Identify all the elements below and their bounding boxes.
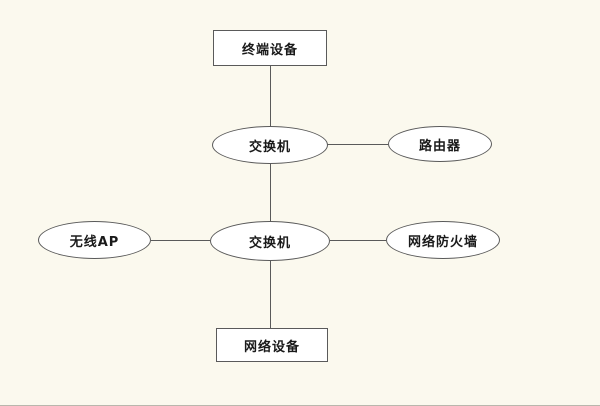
edge-wireless-ap-to-switch-lower <box>151 240 210 241</box>
edge-switch-lower-to-firewall <box>330 240 386 241</box>
node-terminal-device: 终端设备 <box>213 30 327 66</box>
node-router-label: 路由器 <box>418 138 461 154</box>
node-network-device-label: 网络设备 <box>243 339 300 355</box>
node-wireless-ap: 无线AP <box>38 221 151 259</box>
node-terminal-device-label: 终端设备 <box>241 42 298 58</box>
edge-switch-upper-to-router <box>327 144 388 145</box>
node-router: 路由器 <box>388 126 492 162</box>
node-switch-lower: 交换机 <box>210 221 330 261</box>
node-network-device: 网络设备 <box>216 328 328 362</box>
node-switch-upper-label: 交换机 <box>248 139 291 155</box>
node-network-firewall: 网络防火墙 <box>386 221 500 259</box>
node-switch-lower-label: 交换机 <box>248 235 291 251</box>
edge-switch-lower-to-network-device <box>270 261 271 328</box>
node-switch-upper: 交换机 <box>212 126 328 164</box>
edge-terminal-to-switch-upper <box>270 66 271 126</box>
node-wireless-ap-label: 无线AP <box>69 234 120 250</box>
node-network-firewall-label: 网络防火墙 <box>407 234 478 250</box>
edge-switch-upper-to-switch-lower <box>270 164 271 221</box>
